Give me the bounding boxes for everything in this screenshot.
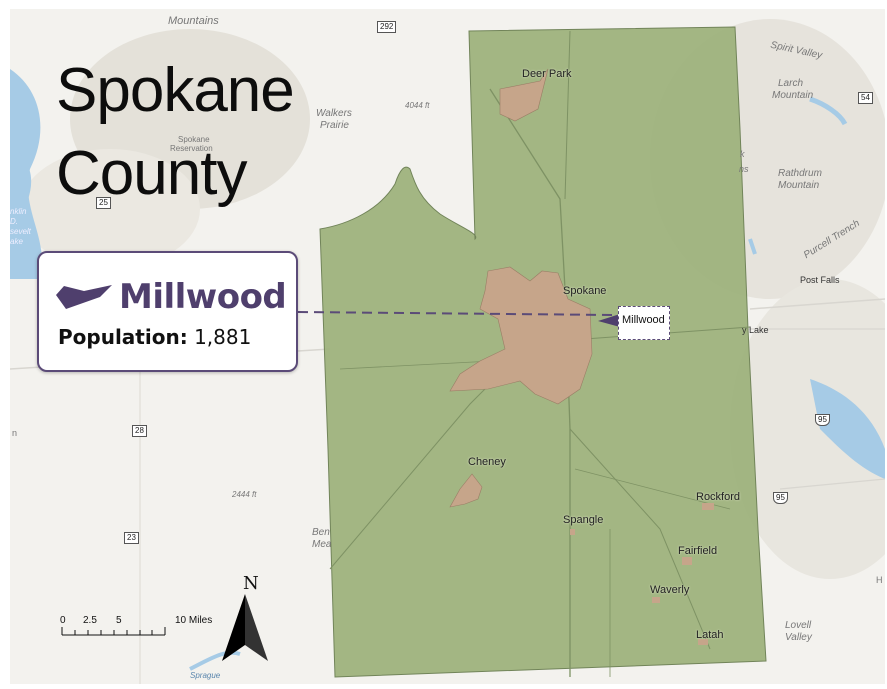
callout-city-name: Millwood	[119, 277, 287, 317]
label-sprague: Sprague	[190, 671, 221, 680]
city-cheney	[449, 473, 483, 508]
label-edge-4: ake	[10, 237, 23, 246]
lake-water	[810, 379, 885, 479]
label-rathdrum-2: Mountain	[778, 180, 820, 191]
shield-292: 292	[377, 21, 397, 33]
label-mountains-top: Mountains	[168, 15, 219, 27]
shield-23: 23	[124, 532, 139, 544]
shield-25: 25	[96, 197, 111, 209]
city-label-spangle: Spangle	[563, 514, 604, 526]
label-edge-3: sevelt	[10, 227, 31, 236]
city-rockford	[702, 503, 714, 510]
label-larch-1: Larch	[778, 78, 804, 89]
scale-label-5: 5	[116, 615, 122, 626]
city-label-fairfield: Fairfield	[678, 545, 718, 557]
label-prairie: Prairie	[320, 120, 349, 131]
label-elevation-2: 2444 ft	[232, 490, 257, 499]
city-deer-park	[499, 68, 549, 122]
county-layer	[297, 26, 767, 678]
population-label: Population:	[58, 325, 188, 349]
basemap: Mountains Walkers Prairie 4044 ft Spokan…	[10, 9, 885, 684]
city-fairfield	[682, 557, 692, 565]
millwood-highlight-box	[618, 306, 670, 340]
label-ns: ns	[739, 164, 749, 174]
label-lovell-2: Valley	[785, 632, 812, 643]
scale-label-10-miles: 10 Miles	[175, 615, 213, 626]
label-walkers: Walkers	[316, 108, 352, 119]
map-title-line-2: County	[56, 139, 247, 208]
callout-population: Population: 1,881	[58, 325, 251, 349]
label-post-falls: Post Falls	[800, 275, 840, 285]
label-edge-1: nklin	[10, 207, 27, 216]
label-larch-2: Mountain	[772, 90, 814, 101]
label-edge-h: H	[876, 575, 883, 585]
city-label-latah: Latah	[696, 629, 724, 641]
label-rathdrum-1: Rathdrum	[778, 168, 822, 179]
label-edge-n: n	[12, 428, 18, 438]
millwood-marker	[598, 314, 620, 327]
city-callout: Millwood Population: 1,881	[37, 251, 298, 372]
city-spangle	[570, 529, 575, 535]
population-value: 1,881	[194, 325, 252, 349]
label-lovell-1: Lovell	[785, 620, 812, 631]
north-label: N	[243, 573, 259, 594]
north-arrow-icon	[222, 594, 268, 661]
city-label-millwood: Millwood	[622, 314, 665, 326]
label-mea: Mea	[312, 539, 332, 550]
shield-54: 54	[858, 92, 873, 104]
city-latah	[698, 639, 708, 645]
label-k: k	[740, 149, 745, 159]
city-label-rockford: Rockford	[696, 491, 741, 503]
scale-label-2-5: 2.5	[83, 615, 97, 626]
city-label-spokane: Spokane	[563, 285, 607, 297]
label-reservation-2: Reservation	[170, 144, 213, 153]
label-edge-2: D.	[10, 217, 18, 226]
city-label-deer-park: Deer Park	[522, 68, 572, 80]
city-waverly	[652, 597, 660, 603]
city-shape-icon	[56, 285, 112, 309]
city-spokane	[449, 266, 593, 405]
shield-28: 28	[132, 425, 147, 437]
map-title-line-1: Spokane	[56, 56, 295, 125]
callout-leader-line	[297, 311, 616, 316]
label-ben: Ben	[312, 527, 330, 538]
scale-label-0: 0	[60, 615, 66, 626]
shield-95b: 95	[773, 492, 788, 504]
shield-95a: 95	[815, 414, 830, 426]
label-reservation-1: Spokane	[178, 135, 210, 144]
scale-bar	[61, 627, 166, 636]
label-elevation-1: 4044 ft	[405, 101, 430, 110]
label-lake: y Lake	[742, 325, 769, 335]
city-label-cheney: Cheney	[468, 456, 506, 468]
city-label-waverly: Waverly	[650, 584, 690, 596]
